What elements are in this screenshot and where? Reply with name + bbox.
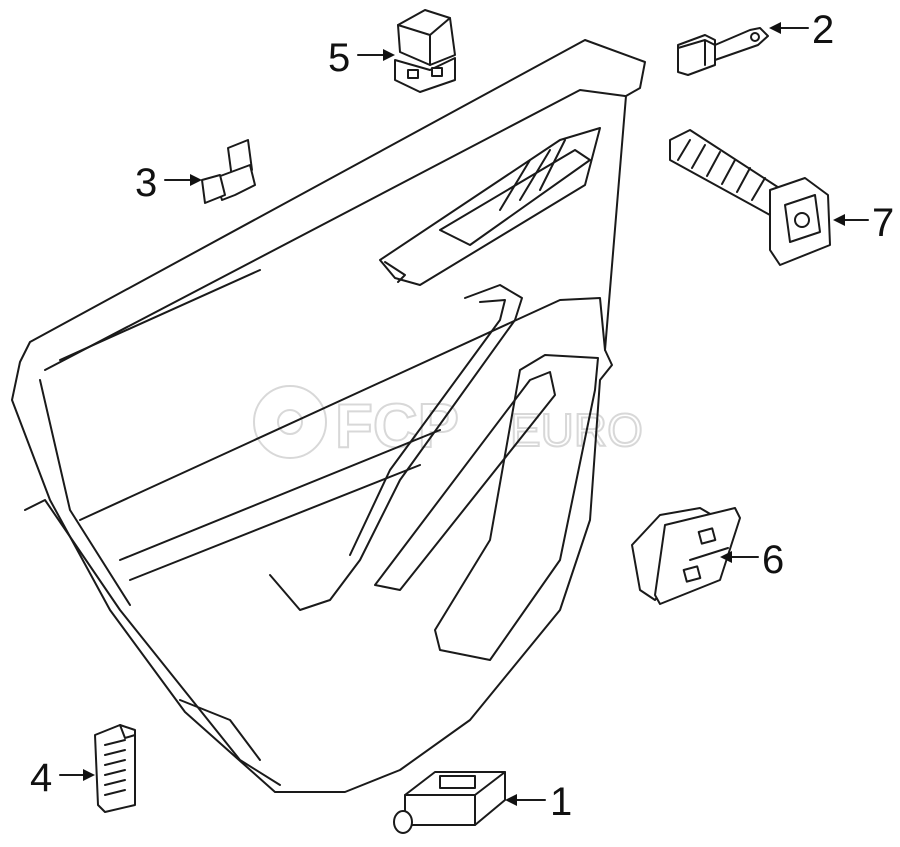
callout-5[interactable]: 5 <box>328 36 395 80</box>
part-5-switch[interactable] <box>394 9 456 93</box>
callout-number: 6 <box>762 538 784 582</box>
callout-7[interactable]: 7 <box>833 201 894 245</box>
callout-4[interactable]: 4 <box>30 756 95 800</box>
watermark-suffix: EURO <box>510 404 643 456</box>
part-2-socket[interactable] <box>677 27 769 76</box>
door-trim-panel <box>11 39 646 793</box>
callout-number: 7 <box>872 201 894 245</box>
part-1-switch[interactable] <box>393 771 506 834</box>
callout-number: 2 <box>812 8 834 52</box>
callout-number: 3 <box>135 161 157 205</box>
part-6-switch[interactable] <box>631 507 741 605</box>
callout-1[interactable]: 1 <box>505 780 572 824</box>
part-7-fastener[interactable] <box>669 129 831 266</box>
part-4-grille[interactable] <box>94 724 136 813</box>
callout-3[interactable]: 3 <box>135 161 202 205</box>
part-3-clip[interactable] <box>201 139 256 204</box>
watermark-logo: FCP EURO <box>253 385 644 462</box>
callout-number: 1 <box>550 780 572 824</box>
callout-6[interactable]: 6 <box>720 538 784 582</box>
callout-number: 5 <box>328 36 350 80</box>
callout-2[interactable]: 2 <box>769 8 834 52</box>
callout-number: 4 <box>30 756 52 800</box>
